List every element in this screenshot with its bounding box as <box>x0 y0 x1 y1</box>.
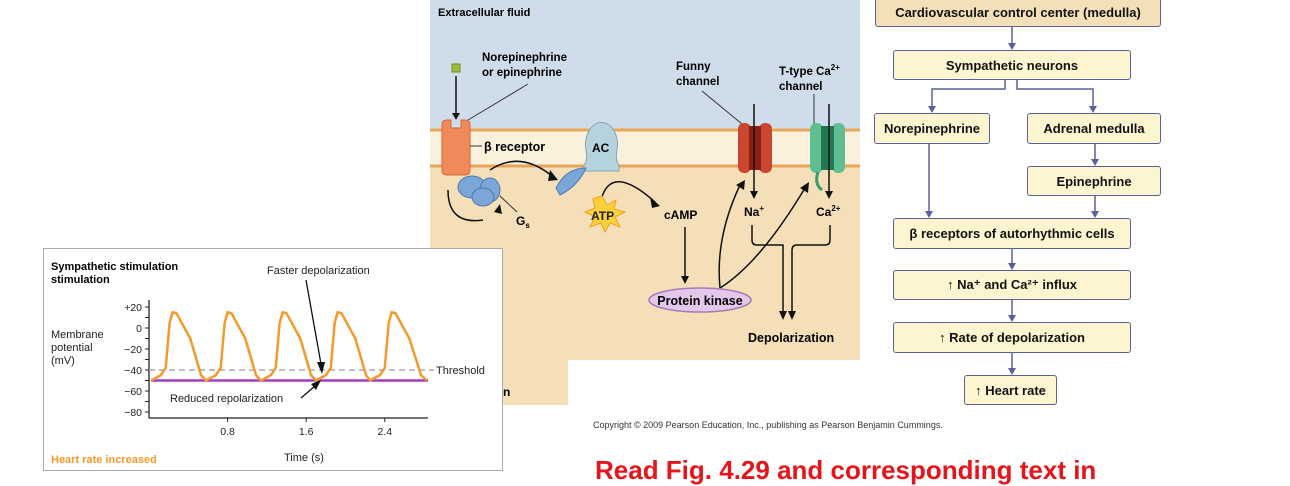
box-ion-influx: ↑ Na⁺ and Ca²⁺ influx <box>893 270 1131 300</box>
white-cover-box <box>568 360 860 405</box>
receptor-label: β receptor <box>484 140 545 154</box>
calcium-label: Ca2+ <box>816 204 841 219</box>
extracellular-label: Extracellular fluid <box>438 7 530 19</box>
ttype-channel-label: T-type Ca2+ <box>779 63 840 78</box>
box-epinephrine: Epinephrine <box>1027 166 1161 196</box>
camp-label: cAMP <box>664 208 697 222</box>
caption-fragment: n <box>503 385 510 399</box>
box-heart-rate: ↑ Heart rate <box>964 375 1057 405</box>
copyright-notice: Copyright © 2009 Pearson Education, Inc.… <box>593 420 943 430</box>
protein-kinase-label: Protein kinase <box>657 294 742 308</box>
box-adrenal-medulla: Adrenal medulla <box>1027 113 1161 144</box>
chart-title-2: stimulation <box>51 274 110 286</box>
y-axis-label: Membrane <box>51 329 104 341</box>
x-tick-label: 0.8 <box>220 426 235 438</box>
x-axis-label: Time (s) <box>284 452 324 464</box>
box-beta-receptors: β receptors of autorhythmic cells <box>893 218 1131 249</box>
ligand-label: Norepinephrine <box>482 52 567 64</box>
x-tick-label: 1.6 <box>299 426 314 438</box>
y-tick-label: −80 <box>124 407 142 419</box>
ligand-label-2: or epinephrine <box>482 67 562 79</box>
ligand-icon <box>451 63 461 73</box>
y-tick-label: +20 <box>124 302 142 314</box>
annotation-faster: Faster depolarization <box>267 265 370 277</box>
protein-kinase-node <box>648 287 752 313</box>
funny-channel-icon <box>738 123 772 173</box>
ttype-channel-label-2: channel <box>779 81 822 93</box>
membrane-potential-chart: Sympathetic stimulation stimulation Memb… <box>43 248 503 471</box>
atp-icon <box>583 195 627 234</box>
g-protein-icon <box>457 175 501 207</box>
funny-channel-label: Funny <box>676 61 711 73</box>
ttype-channel-icon <box>810 123 845 192</box>
threshold-label: Threshold <box>436 365 485 377</box>
box-cardiovascular-center: Cardiovascular control center (medulla) <box>875 0 1161 27</box>
y-tick-label: −60 <box>124 386 142 398</box>
y-tick-label: −40 <box>124 365 142 377</box>
reading-instruction: Read Fig. 4.29 and corresponding text in <box>595 455 1097 485</box>
box-norepinephrine: Norepinephrine <box>874 113 990 144</box>
box-depolarization-rate: ↑ Rate of depolarization <box>893 322 1131 353</box>
sodium-label: Na+ <box>744 204 764 219</box>
funny-channel-label-2: channel <box>676 76 719 88</box>
x-tick-label: 2.4 <box>377 426 392 438</box>
box-sympathetic-neurons: Sympathetic neurons <box>893 50 1131 80</box>
atp-label: ATP <box>591 209 614 223</box>
chart-title: Sympathetic stimulation <box>51 261 178 273</box>
ac-label: AC <box>592 141 610 155</box>
action-potential-trace <box>150 311 428 382</box>
gs-label: Gs <box>516 214 530 230</box>
adenylyl-cyclase-icon <box>583 122 620 172</box>
y-axis-label-2: potential <box>51 342 93 354</box>
heart-rate-caption: Heart rate increased <box>51 454 157 466</box>
y-tick-label: 0 <box>136 323 142 335</box>
depolarization-label: Depolarization <box>748 331 834 345</box>
y-tick-label: −20 <box>124 344 142 356</box>
beta-receptor-icon <box>441 119 471 176</box>
annotation-reduced: Reduced repolarization <box>170 393 283 405</box>
y-axis-label-3: (mV) <box>51 355 75 367</box>
